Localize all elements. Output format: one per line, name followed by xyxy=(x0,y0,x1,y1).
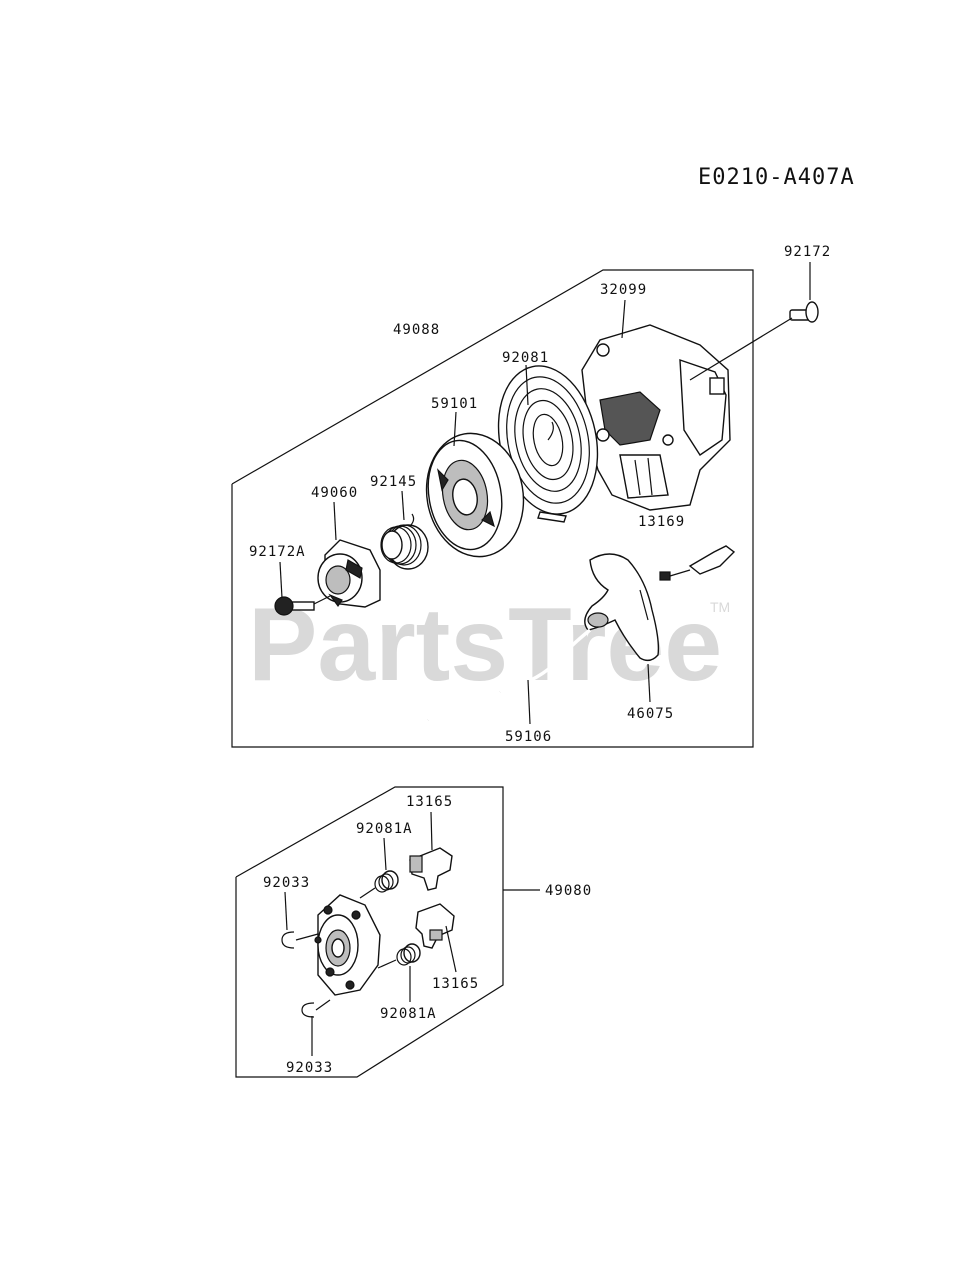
label-46075[interactable]: 46075 xyxy=(627,706,674,722)
label-59106[interactable]: 59106 xyxy=(505,729,552,745)
leader-59101 xyxy=(453,411,457,447)
label-92081[interactable]: 92081 xyxy=(502,350,549,366)
label-49060[interactable]: 49060 xyxy=(311,485,358,501)
watermark-tm: TM xyxy=(710,599,730,615)
leader-49060 xyxy=(333,501,337,541)
assembly-boundary-49080 xyxy=(235,786,504,1078)
label-92145[interactable]: 92145 xyxy=(370,474,417,490)
leader-92033-top xyxy=(284,891,288,931)
label-92081A-top[interactable]: 92081A xyxy=(356,821,413,837)
label-32099[interactable]: 32099 xyxy=(600,282,647,298)
e-clip-92033-bottom xyxy=(301,999,331,1018)
label-92033-bottom[interactable]: 92033 xyxy=(286,1060,333,1076)
label-13165-top[interactable]: 13165 xyxy=(406,794,453,810)
leader-92081A-top xyxy=(383,837,387,871)
leader-92081 xyxy=(525,364,529,406)
housing-32099 xyxy=(581,324,731,511)
label-92172[interactable]: 92172 xyxy=(784,244,831,260)
label-13165-bottom[interactable]: 13165 xyxy=(432,976,479,992)
label-92172A[interactable]: 92172A xyxy=(249,544,306,560)
diagram-code: E0210-A407A xyxy=(698,165,855,190)
pawl-13165-bottom xyxy=(415,903,455,949)
rope-59106 xyxy=(426,628,592,721)
assembly-boundary-49088 xyxy=(231,269,754,748)
label-49088[interactable]: 49088 xyxy=(393,322,440,338)
hub-assembly xyxy=(314,894,381,996)
leader-59106 xyxy=(527,679,531,725)
leader-13165-top xyxy=(430,811,433,851)
e-clip-92033-top xyxy=(281,931,319,949)
label-49080[interactable]: 49080 xyxy=(545,883,592,899)
spring-92081A-top xyxy=(359,870,399,899)
handle-46075 xyxy=(584,553,660,662)
leader-92172A xyxy=(279,561,283,599)
axis-line-92172 xyxy=(689,317,793,381)
label-59101[interactable]: 59101 xyxy=(431,396,478,412)
spring-92081A-bottom xyxy=(377,943,421,969)
reel-59101 xyxy=(425,432,525,558)
leader-13165-bottom xyxy=(445,925,457,973)
leader-46075 xyxy=(647,663,651,703)
coil-spring-92145 xyxy=(380,513,429,570)
label-13169[interactable]: 13169 xyxy=(638,514,685,530)
leader-32099 xyxy=(621,299,626,339)
screw-92172 xyxy=(789,301,819,323)
label-92033-top[interactable]: 92033 xyxy=(263,875,310,891)
label-92081A-bottom[interactable]: 92081A xyxy=(380,1006,437,1022)
pawl-13165-top xyxy=(409,847,453,891)
ratchet-49060 xyxy=(317,539,381,608)
rope-clip xyxy=(659,545,736,581)
leader-92145 xyxy=(401,490,405,521)
screw-92172A xyxy=(274,595,331,616)
